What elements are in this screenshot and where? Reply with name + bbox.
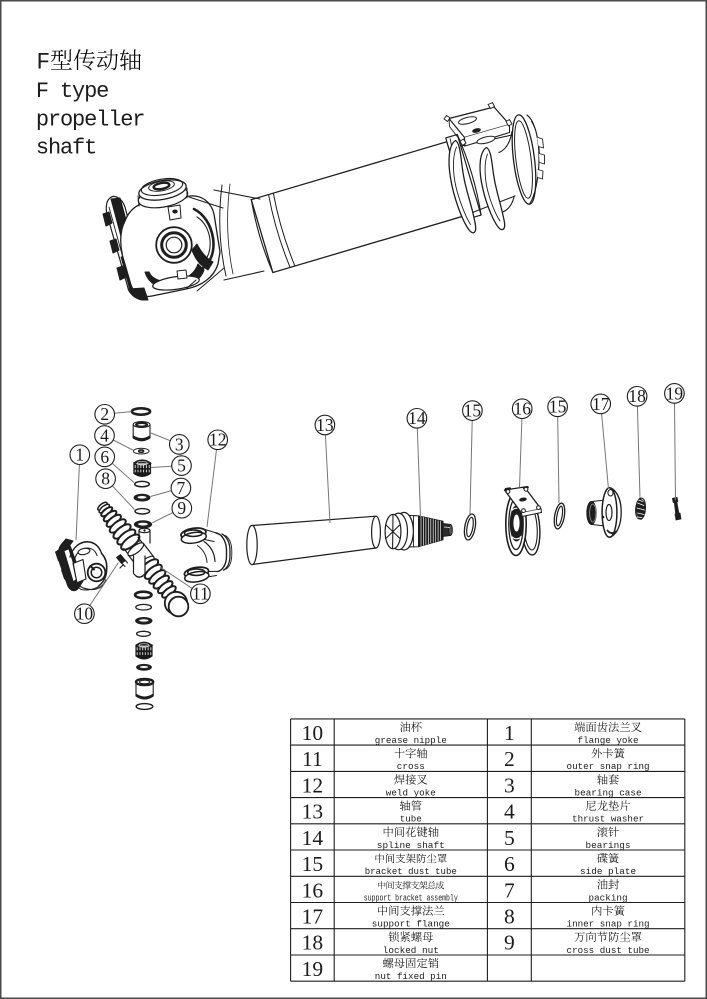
- svg-text:19: 19: [666, 383, 684, 403]
- svg-text:support flange: support flange: [372, 919, 450, 930]
- svg-text:bearing case: bearing case: [575, 788, 642, 799]
- svg-text:side plate: side plate: [580, 866, 636, 877]
- svg-text:4: 4: [100, 425, 109, 445]
- svg-text:outer snap ring: outer snap ring: [567, 761, 650, 772]
- svg-text:cross: cross: [397, 761, 425, 772]
- svg-text:propeller: propeller: [36, 107, 144, 132]
- svg-text:17: 17: [302, 905, 324, 929]
- svg-text:5: 5: [504, 826, 515, 850]
- svg-text:10: 10: [76, 604, 94, 624]
- svg-text:7: 7: [504, 878, 515, 902]
- svg-text:3: 3: [504, 773, 515, 797]
- svg-text:8: 8: [101, 469, 110, 489]
- svg-text:15: 15: [302, 852, 324, 876]
- svg-text:15: 15: [549, 397, 567, 417]
- svg-text:11: 11: [302, 747, 323, 771]
- svg-text:1: 1: [75, 445, 84, 465]
- svg-text:6: 6: [504, 852, 515, 876]
- svg-text:weld yoke: weld yoke: [386, 788, 436, 799]
- svg-text:1: 1: [504, 721, 515, 745]
- svg-text:12: 12: [209, 430, 227, 450]
- svg-text:6: 6: [100, 447, 109, 467]
- svg-text:13: 13: [302, 800, 324, 824]
- svg-text:14: 14: [408, 408, 426, 428]
- svg-text:15: 15: [464, 401, 482, 421]
- svg-text:packing: packing: [589, 892, 628, 903]
- svg-text:nut fixed pin: nut fixed pin: [375, 971, 447, 982]
- svg-text:bearings: bearings: [586, 840, 631, 851]
- svg-text:7: 7: [177, 478, 186, 498]
- svg-text:spline shaft: spline shaft: [377, 840, 445, 851]
- svg-text:10: 10: [302, 721, 324, 745]
- svg-text:8: 8: [504, 905, 515, 929]
- svg-text:16: 16: [302, 878, 324, 902]
- svg-text:13: 13: [316, 415, 334, 435]
- svg-text:16: 16: [513, 399, 531, 419]
- svg-text:tube: tube: [400, 814, 422, 825]
- svg-text:locked nut: locked nut: [383, 945, 439, 956]
- svg-text:cross dust tube: cross dust tube: [567, 945, 650, 956]
- svg-text:19: 19: [302, 957, 324, 981]
- svg-text:11: 11: [192, 584, 209, 604]
- svg-text:bracket dust tube: bracket dust tube: [365, 866, 457, 877]
- svg-text:F: F: [36, 50, 50, 76]
- svg-text:2: 2: [504, 747, 515, 771]
- svg-text:flange yoke: flange yoke: [578, 735, 639, 746]
- svg-text:12: 12: [302, 773, 324, 797]
- svg-text:grease nipple: grease nipple: [375, 735, 447, 746]
- svg-text:18: 18: [302, 931, 324, 955]
- svg-text:3: 3: [175, 434, 184, 454]
- svg-text:4: 4: [504, 800, 515, 824]
- svg-text:F type: F type: [36, 79, 108, 104]
- svg-text:18: 18: [628, 386, 646, 406]
- svg-text:thrust washer: thrust washer: [572, 814, 644, 825]
- svg-text:5: 5: [177, 456, 186, 476]
- svg-text:17: 17: [592, 394, 610, 414]
- svg-text:shaft: shaft: [36, 136, 96, 161]
- svg-text:support bracket assembly: support bracket assembly: [364, 892, 458, 903]
- svg-text:9: 9: [504, 931, 515, 955]
- svg-text:inner snap ring: inner snap ring: [567, 919, 650, 930]
- svg-text:2: 2: [100, 404, 109, 424]
- svg-text:14: 14: [302, 826, 324, 850]
- svg-text:9: 9: [177, 498, 186, 518]
